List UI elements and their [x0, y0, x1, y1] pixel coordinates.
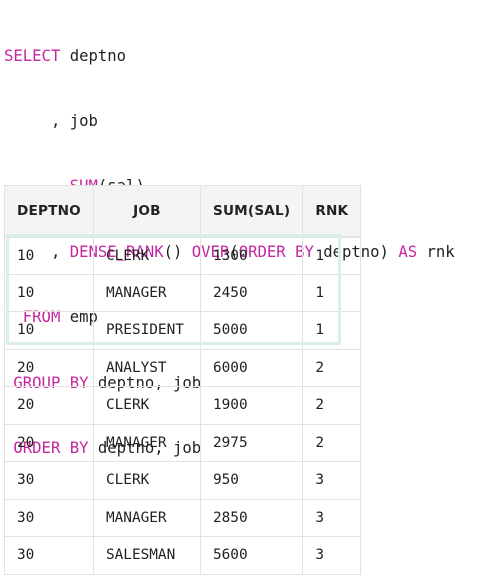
table-row: 30 MANAGER 2850 3	[4, 498, 362, 537]
cell-rnk: 2	[302, 348, 362, 387]
table-row: 10 CLERK 1300 1	[4, 236, 362, 275]
cell-deptno: 20	[4, 348, 94, 387]
table-row: 10 PRESIDENT 5000 1	[4, 311, 362, 350]
cell-job: ANALYST	[92, 348, 201, 387]
cell-sum-sal: 1900	[199, 386, 304, 425]
cell-sum-sal: 5000	[199, 311, 304, 350]
table-row: 20 ANALYST 6000 2	[4, 348, 362, 387]
table-row: 20 CLERK 1900 2	[4, 386, 362, 425]
result-body: 10 CLERK 1300 1 10 MANAGER 2450 1 10 PRE…	[4, 236, 362, 575]
sql-text: , job	[4, 111, 98, 130]
header-rnk: RNK	[302, 185, 362, 238]
query-line: SELECT deptno	[4, 46, 455, 68]
cell-deptno: 10	[4, 236, 94, 275]
result-table: DEPTNO JOB SUM(SAL) RNK 10 CLERK 1300 1 …	[4, 185, 362, 575]
cell-sum-sal: 1300	[199, 236, 304, 275]
cell-deptno: 10	[4, 311, 94, 350]
table-row: 10 MANAGER 2450 1	[4, 273, 362, 312]
cell-rnk: 1	[302, 236, 362, 275]
sql-keyword: AS	[398, 242, 418, 261]
cell-sum-sal: 2975	[199, 423, 304, 462]
cell-sum-sal: 6000	[199, 348, 304, 387]
query-line: , job	[4, 111, 455, 133]
cell-rnk: 2	[302, 423, 362, 462]
cell-deptno: 10	[4, 273, 94, 312]
header-deptno: DEPTNO	[4, 185, 94, 238]
cell-sum-sal: 5600	[199, 536, 304, 575]
header-row: DEPTNO JOB SUM(SAL) RNK	[4, 185, 362, 238]
cell-job: SALESMAN	[92, 536, 201, 575]
result-header: DEPTNO JOB SUM(SAL) RNK	[4, 185, 362, 238]
cell-job: CLERK	[92, 386, 201, 425]
table-row: 30 CLERK 950 3	[4, 461, 362, 500]
header-job: JOB	[92, 185, 201, 238]
sql-text: deptno	[60, 46, 127, 65]
cell-deptno: 30	[4, 461, 94, 500]
cell-rnk: 3	[302, 461, 362, 500]
cell-deptno: 20	[4, 386, 94, 425]
cell-job: CLERK	[92, 461, 201, 500]
header-sum-sal: SUM(SAL)	[199, 185, 304, 238]
cell-deptno: 30	[4, 498, 94, 537]
cell-rnk: 1	[302, 273, 362, 312]
cell-job: PRESIDENT	[92, 311, 201, 350]
table-row: 20 MANAGER 2975 2	[4, 423, 362, 462]
cell-sum-sal: 2450	[199, 273, 304, 312]
cell-rnk: 1	[302, 311, 362, 350]
cell-job: MANAGER	[92, 273, 201, 312]
cell-rnk: 3	[302, 498, 362, 537]
cell-rnk: 2	[302, 386, 362, 425]
cell-job: MANAGER	[92, 498, 201, 537]
cell-sum-sal: 950	[199, 461, 304, 500]
table-row: 30 SALESMAN 5600 3	[4, 536, 362, 575]
sql-text: rnk	[417, 242, 455, 261]
cell-deptno: 20	[4, 423, 94, 462]
cell-sum-sal: 2850	[199, 498, 304, 537]
cell-rnk: 3	[302, 536, 362, 575]
sql-keyword: SELECT	[4, 46, 61, 65]
cell-job: CLERK	[92, 236, 201, 275]
cell-job: MANAGER	[92, 423, 201, 462]
cell-deptno: 30	[4, 536, 94, 575]
